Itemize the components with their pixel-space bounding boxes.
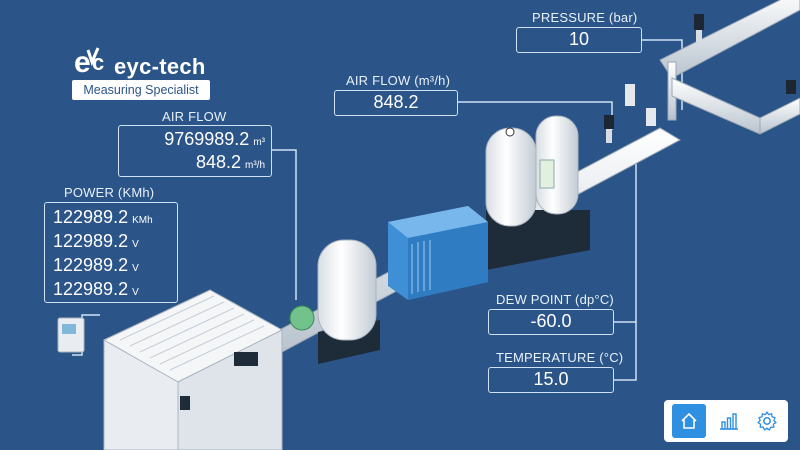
home-button[interactable] xyxy=(672,404,706,438)
settings-button[interactable] xyxy=(750,404,784,438)
pipe-branch-right xyxy=(759,97,800,135)
airflow-rate-unit: m³/h xyxy=(245,160,265,171)
airflow-top-value-box: 848.2 xyxy=(334,90,458,116)
airflow-top-value: 848.2 xyxy=(373,92,419,112)
dewpoint-value: -60.0 xyxy=(530,311,572,331)
pipe-sensors xyxy=(604,14,796,143)
brand-logo: e c xyxy=(72,44,112,79)
power-meter-device xyxy=(57,317,85,353)
power-unit: V xyxy=(132,287,139,298)
tanks-right xyxy=(485,115,590,270)
home-icon xyxy=(681,413,697,429)
power-unit: V xyxy=(132,263,139,274)
temperature-connector xyxy=(614,322,637,381)
power-value: 122989.2 xyxy=(53,231,129,251)
dewpoint-connector xyxy=(614,150,637,323)
dryer-unit xyxy=(388,206,488,300)
pipe-branch xyxy=(671,77,761,135)
power-unit: V xyxy=(132,239,139,250)
airflow-main-label: AIR FLOW xyxy=(162,109,227,124)
bar-chart-icon xyxy=(720,413,738,430)
airflow-top-label: AIR FLOW (m³/h) xyxy=(346,73,451,88)
compressor-unit xyxy=(102,289,284,450)
power-value: 122989.2 xyxy=(53,255,129,275)
power-value: 122989.2 xyxy=(53,207,129,227)
power-label: POWER (KMh) xyxy=(64,185,155,200)
pressure-value-box: 10 xyxy=(516,27,642,53)
pressure-value: 10 xyxy=(568,29,590,49)
bottom-nav xyxy=(664,400,788,442)
dewpoint-value-box: -60.0 xyxy=(488,309,614,335)
gear-icon xyxy=(757,411,777,431)
airflow-total-value: 9769989.2 xyxy=(164,129,250,149)
svg-text:c: c xyxy=(92,50,104,75)
dewpoint-label: DEW POINT (dp°C) xyxy=(496,292,614,307)
airflow-rate-row: 848.2 m³/h xyxy=(125,151,265,174)
airflow-top-connector xyxy=(458,101,613,130)
temperature-label: TEMPERATURE (°C) xyxy=(496,350,624,365)
eyc-logo-mark: e c xyxy=(74,46,104,79)
airflow-main-connector xyxy=(272,149,297,300)
svg-text:e: e xyxy=(74,46,91,78)
chart-button[interactable] xyxy=(712,404,746,438)
brand-name: eyc-tech xyxy=(114,54,206,79)
temperature-value: 15.0 xyxy=(533,369,569,389)
brand-tagline: Measuring Specialist xyxy=(72,80,210,100)
pressure-label: PRESSURE (bar) xyxy=(532,10,638,25)
airflow-total-unit: m³ xyxy=(253,137,265,148)
temperature-value-box: 15.0 xyxy=(488,367,614,393)
tank-middle xyxy=(289,239,380,364)
power-unit: KMh xyxy=(132,215,153,226)
power-value: 122989.2 xyxy=(53,279,129,299)
pipe-top-right xyxy=(659,0,800,79)
airflow-rate-value: 848.2 xyxy=(195,152,241,172)
